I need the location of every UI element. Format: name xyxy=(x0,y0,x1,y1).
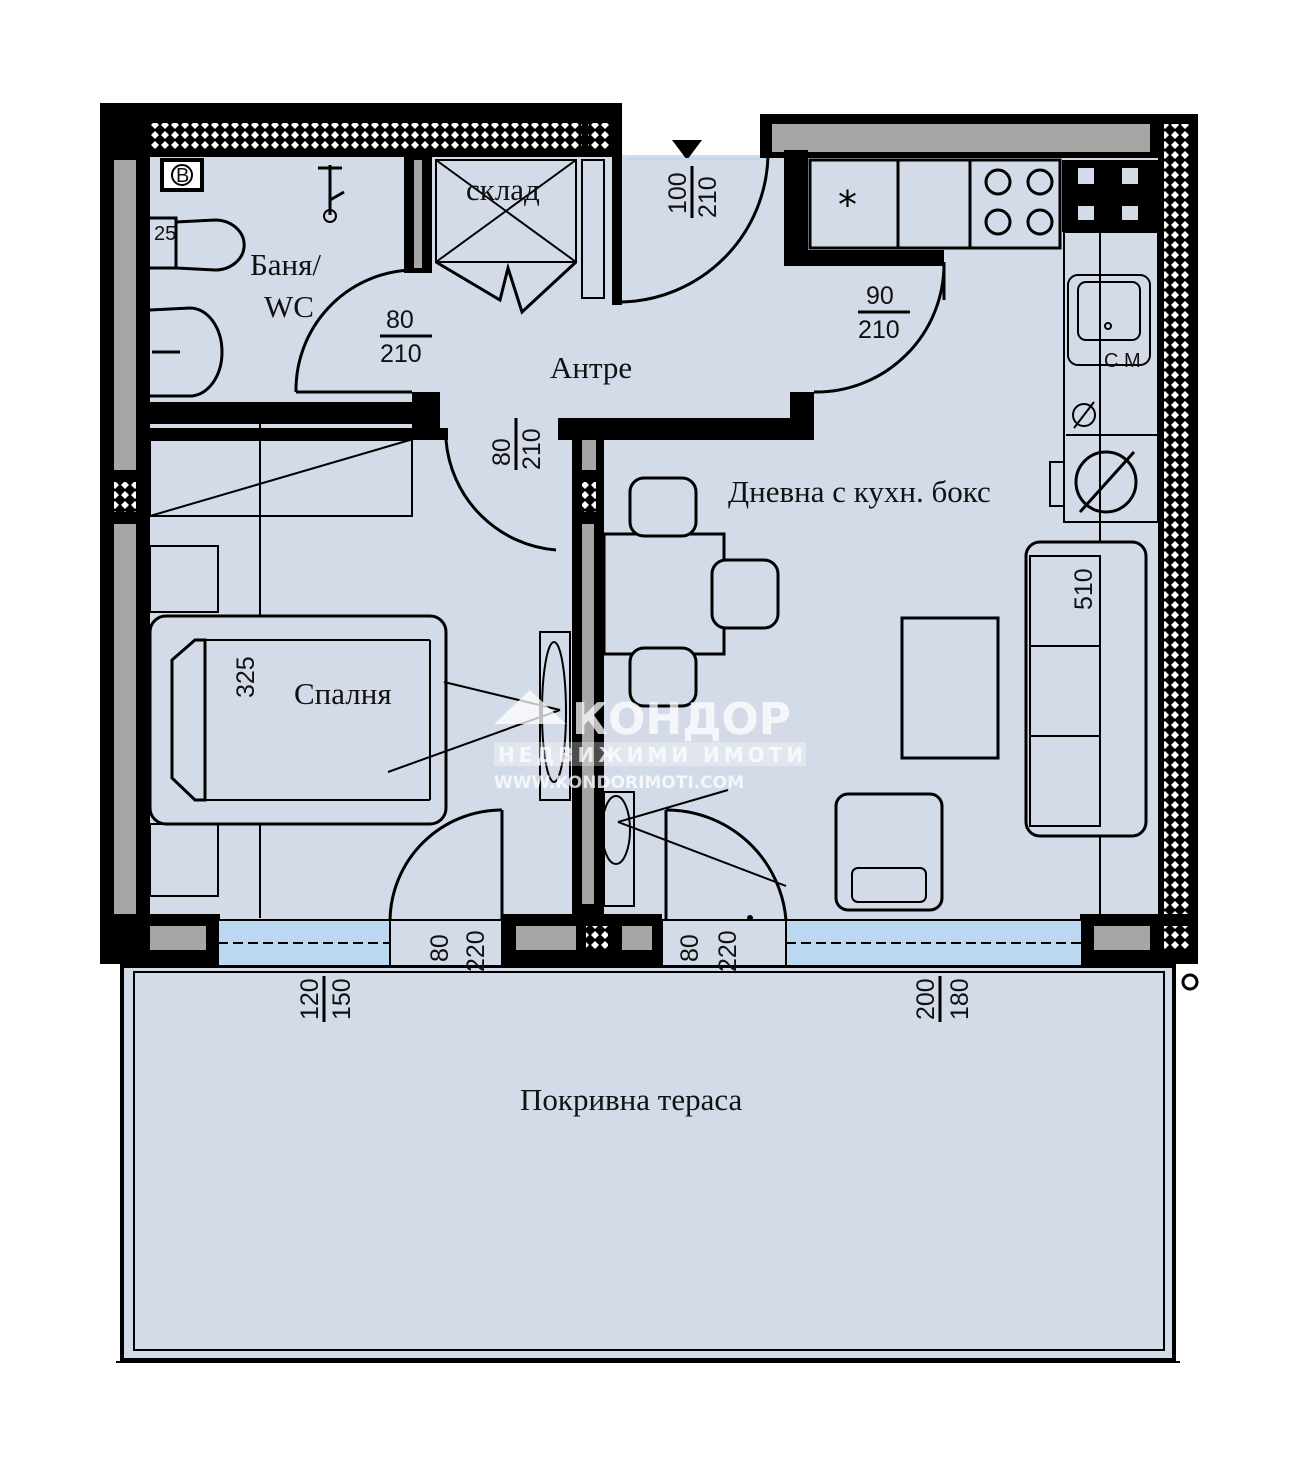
door-balcony-living-swing xyxy=(664,808,788,921)
balcony-door-bedroom[interactable] xyxy=(389,919,503,967)
dim-bed-balcony-w: 80 xyxy=(426,934,454,962)
dim-bed-height: 325 xyxy=(232,656,260,698)
dim-living-balcony-h: 220 xyxy=(714,930,742,972)
svg-text:210: 210 xyxy=(858,316,900,344)
svg-text:150: 150 xyxy=(328,978,356,1020)
chair-icon xyxy=(628,646,698,708)
window-living xyxy=(785,919,1083,967)
room-label-bathroom: Баня/ xyxy=(250,247,321,282)
fridge-icon: * xyxy=(838,183,857,227)
door-bathroom[interactable] xyxy=(294,268,412,394)
bed-icon xyxy=(148,614,448,826)
terrace xyxy=(116,964,1199,1363)
svg-text:210: 210 xyxy=(518,428,546,470)
stove-burner-icon xyxy=(984,168,1012,196)
dining-set xyxy=(602,476,780,708)
shower-icon xyxy=(318,165,345,223)
room-label-bedroom: Спалня xyxy=(294,676,392,711)
room-label-storage: склад xyxy=(466,172,540,207)
svg-text:НЕДВИЖИМИ ИМОТИ: НЕДВИЖИМИ ИМОТИ xyxy=(498,743,807,767)
storage-closet xyxy=(435,159,605,315)
door-bedroom[interactable] xyxy=(444,439,557,552)
dim-bath-door: 80 210 xyxy=(380,306,432,368)
svg-text:200: 200 xyxy=(912,978,940,1020)
window-bedroom xyxy=(217,919,391,967)
dining-table xyxy=(602,532,726,656)
sink-icon xyxy=(149,306,224,398)
door-living[interactable] xyxy=(813,262,946,394)
entry-arrow-icon xyxy=(672,140,702,160)
svg-text:80: 80 xyxy=(488,438,516,466)
wc-label: 25 xyxy=(154,223,176,245)
wardrobe-living xyxy=(601,789,787,907)
chair-icon xyxy=(628,476,698,538)
interior-walls xyxy=(140,150,944,918)
dim-living-door: 90 210 xyxy=(858,282,910,344)
svg-text:90: 90 xyxy=(866,282,894,310)
room-label-wc: WC xyxy=(264,289,314,324)
svg-text:180: 180 xyxy=(946,978,974,1020)
exterior-walls xyxy=(100,103,1198,964)
coffee-table xyxy=(900,616,1000,760)
chair-icon xyxy=(710,558,780,630)
balcony-door-living[interactable] xyxy=(661,919,787,967)
dim-bed-window: 120 150 xyxy=(296,976,356,1022)
dim-entry-door: 100 210 xyxy=(664,166,722,218)
svg-text:WWW.KONDORIMOTI.COM: WWW.KONDORIMOTI.COM xyxy=(494,773,744,793)
room-label-hall: Антре xyxy=(550,350,632,385)
watermark-logo: КОНДОР НЕДВИЖИМИ ИМОТИ WWW.KONDORIMOTI.C… xyxy=(494,690,807,793)
boiler-label: B xyxy=(176,165,189,187)
svg-text:210: 210 xyxy=(694,176,722,218)
bedroom-furniture xyxy=(148,424,571,918)
dim-bed-door: 80 210 xyxy=(488,418,546,470)
dim-bed-balcony-h: 220 xyxy=(462,930,490,972)
sofa xyxy=(1024,540,1148,838)
room-label-terrace: Покривна тераса xyxy=(520,1082,742,1117)
svg-text:210: 210 xyxy=(380,340,422,368)
toilet-icon: 25 xyxy=(150,216,246,272)
dim-living-window: 200 180 xyxy=(912,976,974,1022)
dim-living-height: 510 xyxy=(1070,568,1098,610)
dim-living-balcony-w: 80 xyxy=(676,934,704,962)
washer-label: C M xyxy=(1104,350,1141,372)
armchair xyxy=(834,792,944,912)
door-balcony-bedroom-swing xyxy=(388,808,504,921)
svg-text:80: 80 xyxy=(386,306,414,334)
room-label-living: Дневна с кухн. бокс xyxy=(728,474,991,509)
svg-text:120: 120 xyxy=(296,978,324,1020)
boiler-icon: B xyxy=(160,158,204,192)
svg-text:КОНДОР: КОНДОР xyxy=(572,694,791,745)
door-entry[interactable] xyxy=(621,155,770,304)
svg-text:100: 100 xyxy=(664,172,692,214)
